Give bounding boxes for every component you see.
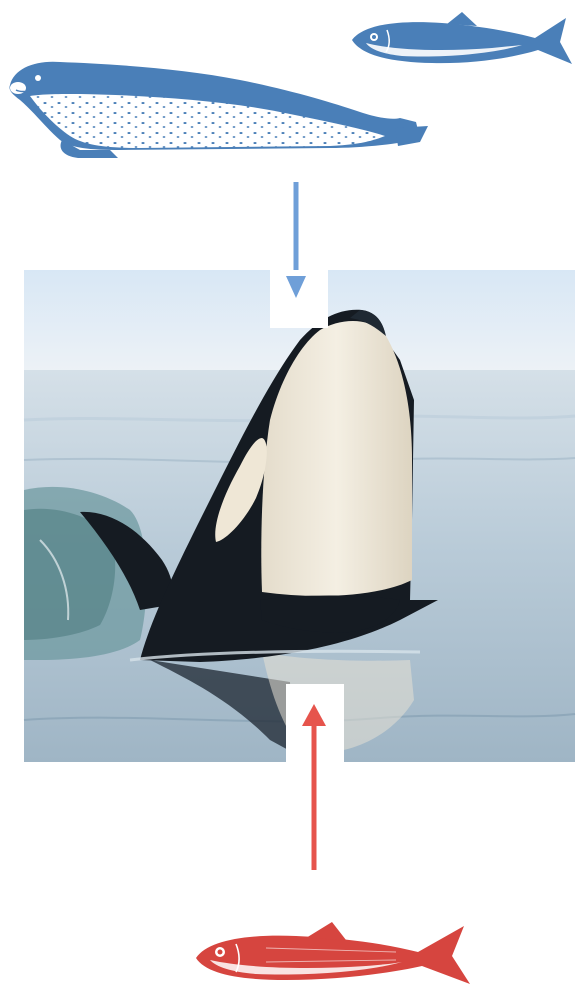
seal-eye (35, 75, 41, 81)
fish-icon (196, 922, 470, 984)
fish-dorsal-fin (447, 12, 477, 26)
fish-icon (352, 12, 572, 64)
seal-icon (9, 62, 428, 158)
seal-tail-flipper (395, 126, 428, 146)
fish-dorsal-fin (306, 922, 346, 940)
